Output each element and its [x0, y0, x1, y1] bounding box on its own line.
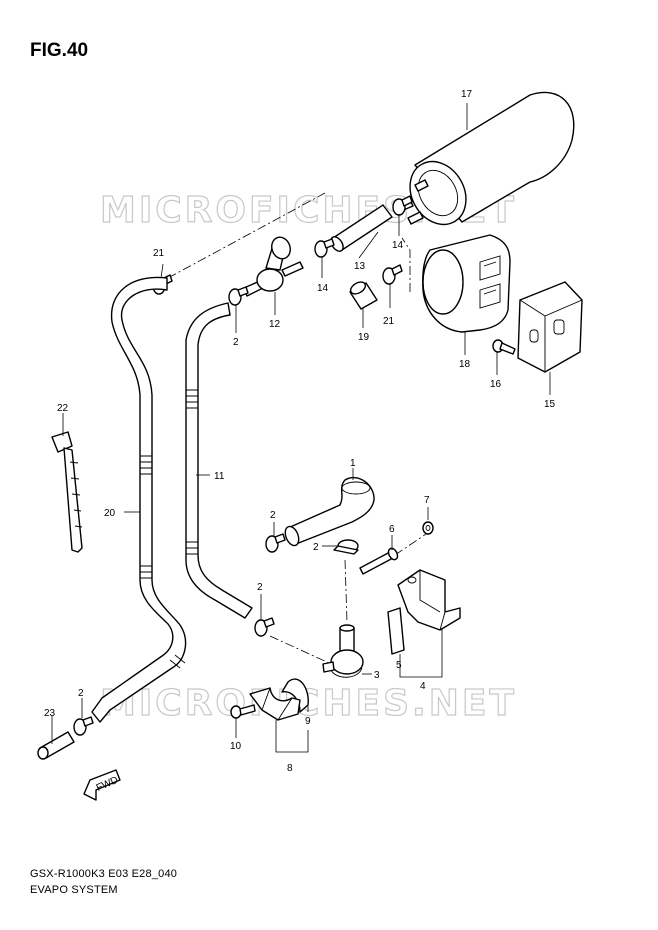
callout-18: 18 — [459, 359, 471, 370]
callout-6: 6 — [389, 524, 395, 535]
callout-1: 1 — [350, 458, 356, 469]
bracket-part-15 — [517, 281, 583, 373]
cap-part-19 — [349, 281, 378, 310]
plate-part-5 — [387, 607, 405, 655]
figure-title: FIG.40 — [30, 40, 89, 61]
clamp-part-2-mid-right — [333, 539, 359, 555]
callout-21-right: 21 — [383, 316, 395, 327]
callout-17: 17 — [461, 89, 473, 100]
callout-14-upper: 14 — [392, 240, 404, 251]
callout-2-upper: 2 — [233, 337, 239, 348]
callout-7: 7 — [424, 495, 430, 506]
washer-part-7 — [422, 521, 434, 535]
cable-tie-part-22 — [51, 431, 83, 553]
leader-4-5 — [399, 628, 443, 678]
callout-15: 15 — [544, 399, 556, 410]
leader-21a — [160, 263, 164, 279]
leader-8 — [275, 720, 309, 753]
footer-system-name: EVAPO SYSTEM — [30, 884, 118, 896]
callout-12: 12 — [269, 319, 281, 330]
clamp-part-14-upper — [392, 195, 413, 216]
callout-14-lower: 14 — [317, 283, 329, 294]
callout-16: 16 — [490, 379, 502, 390]
valve-part-12 — [243, 236, 304, 297]
clamp-part-2-lower-left — [73, 716, 94, 736]
callout-4: 4 — [420, 681, 426, 692]
bolt-part-6 — [359, 547, 399, 575]
callout-13: 13 — [354, 261, 366, 272]
clamp-part-14-lower — [314, 238, 335, 258]
bolt-part-16 — [492, 339, 516, 355]
holder-part-18 — [422, 234, 511, 333]
hose-part-1 — [284, 476, 375, 547]
connection-line-valve-upper — [344, 559, 348, 623]
connection-line-14-21 — [401, 237, 411, 292]
clamp-part-21-right — [382, 264, 403, 285]
clamp-part-2-lower-mid — [254, 617, 275, 637]
callout-11: 11 — [214, 471, 225, 482]
clip-part-9 — [281, 678, 309, 713]
forward-direction-arrow: FWD — [83, 769, 121, 801]
connection-line-canister-top — [167, 192, 326, 279]
callout-5: 5 — [396, 660, 402, 671]
callout-2-mid-left: 2 — [270, 510, 276, 521]
callout-9: 9 — [305, 716, 311, 727]
footer-model-code: GSX-R1000K3 E03 E28_040 — [30, 868, 178, 880]
leader-13 — [358, 231, 379, 259]
callout-22: 22 — [57, 403, 69, 414]
callout-2-lower-mid: 2 — [257, 582, 263, 593]
bracket-part-4 — [397, 569, 461, 631]
callout-20: 20 — [104, 508, 116, 519]
callout-2-lower-left: 2 — [78, 688, 84, 699]
clamp-part-2-mid-left — [265, 533, 286, 553]
connector-part-23 — [37, 731, 75, 760]
callout-3: 3 — [374, 670, 380, 681]
hose-part-11 — [185, 302, 253, 619]
callout-2-mid-right: 2 — [313, 542, 319, 553]
callout-19: 19 — [358, 332, 370, 343]
clamp-part-2-upper — [228, 286, 249, 306]
callout-8: 8 — [287, 763, 293, 774]
callout-23: 23 — [44, 708, 56, 719]
hose-part-20 — [91, 276, 187, 723]
valve-part-3 — [322, 624, 364, 678]
clamp-bracket-part-8 — [249, 687, 301, 721]
callout-10: 10 — [230, 741, 242, 752]
callout-21-left: 21 — [153, 248, 165, 259]
canister-part-17 — [397, 91, 575, 226]
